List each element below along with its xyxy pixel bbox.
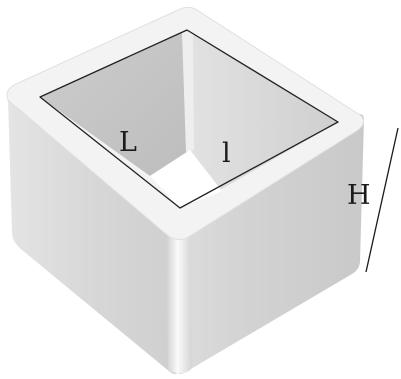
- inner-opening-outline: [39, 29, 339, 209]
- inner-right-wall: [187, 30, 338, 190]
- inner-back-wall: [40, 30, 190, 176]
- height-dimension-line: [365, 127, 399, 273]
- outer-left-face: [7, 94, 178, 375]
- outer-side-label: L: [119, 127, 137, 158]
- inner-corner-highlight: [182, 31, 194, 152]
- bottom-hole: [150, 150, 222, 208]
- front-corner-edge: [166, 222, 192, 374]
- inner-side-label: l: [222, 138, 231, 169]
- height-label: H: [347, 180, 371, 211]
- outer-right-face: [178, 114, 364, 375]
